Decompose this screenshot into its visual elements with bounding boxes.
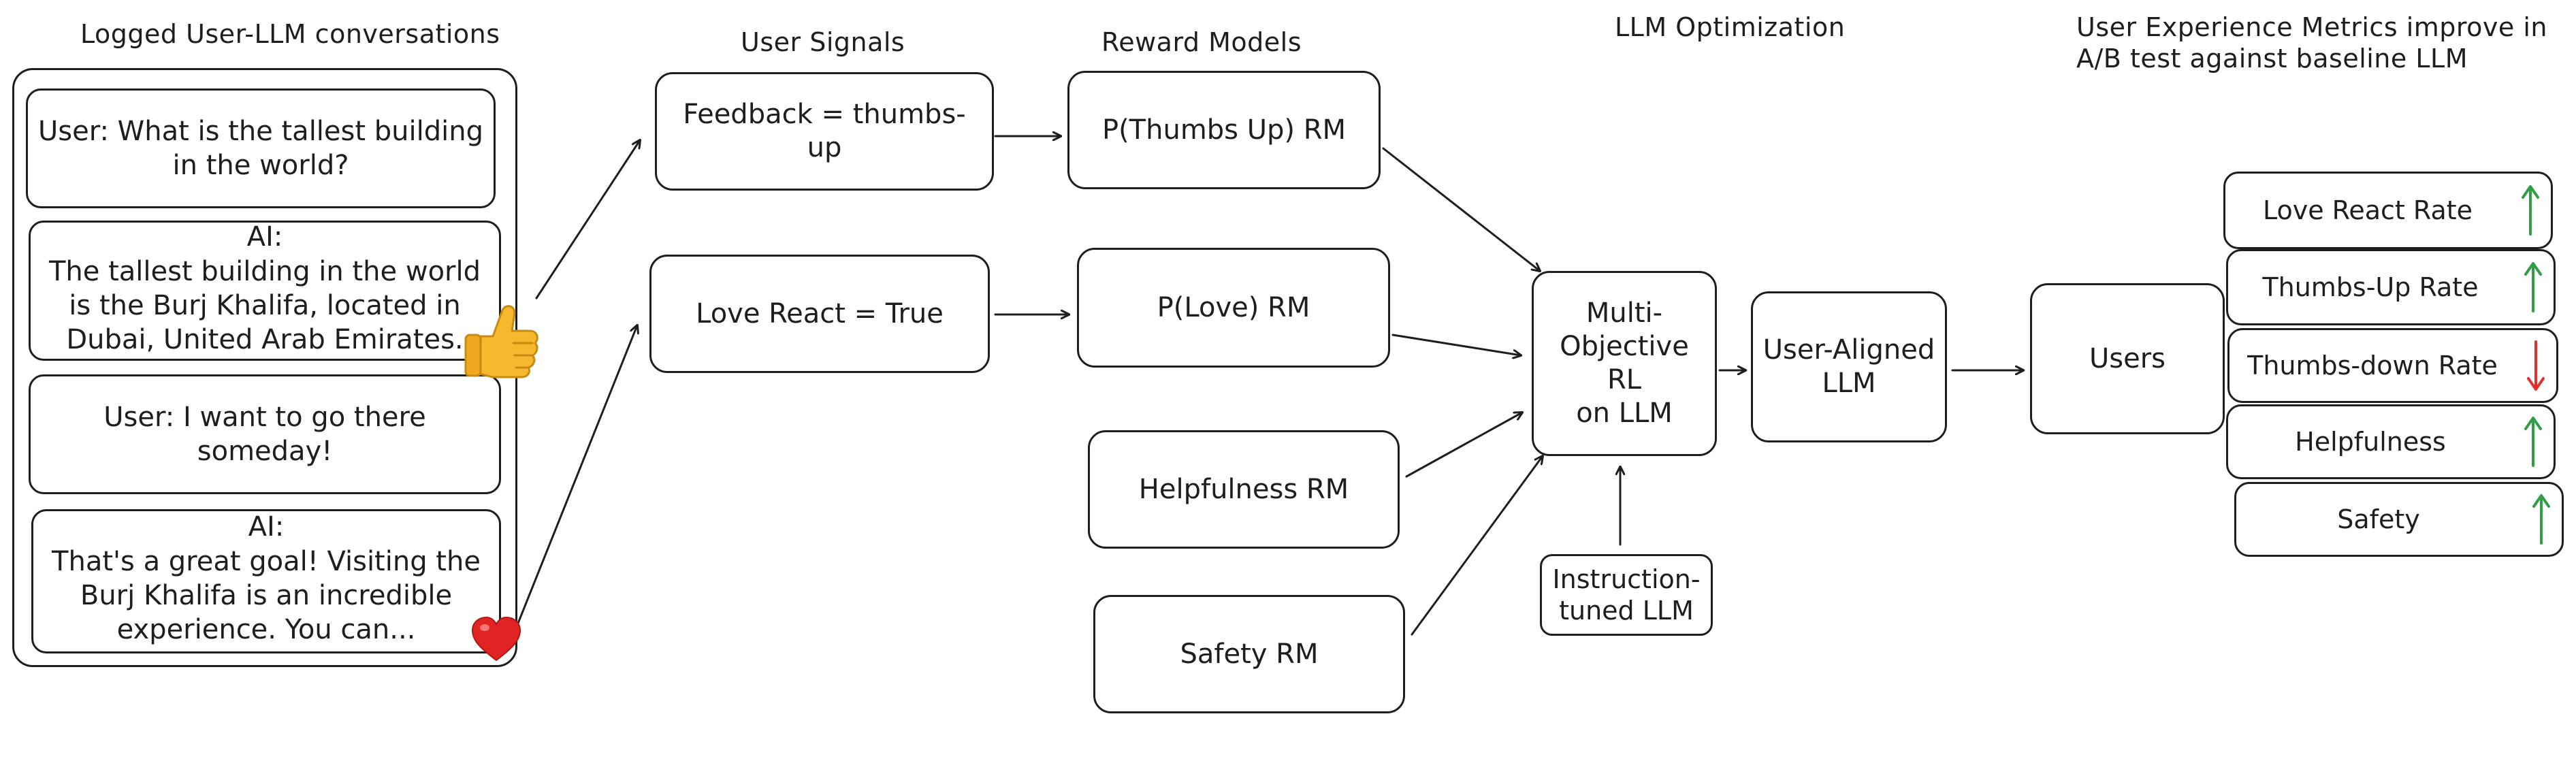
metric-love-react-rate: Love React Rate [2223, 172, 2553, 249]
reward-model-helpfulness: Helpfulness RM [1088, 430, 1400, 549]
arrow-up-icon [2510, 174, 2551, 247]
speaker-label: AI: [246, 221, 283, 253]
arrow-up-icon [2513, 406, 2554, 477]
message-text: User: What is the tallest building in th… [38, 115, 483, 181]
metric-helpfulness: Helpfulness [2226, 404, 2556, 479]
header-user-signals: User Signals [741, 27, 905, 57]
aligned-line-2: LLM [1822, 368, 1876, 399]
reward-model-thumbs: P(Thumbs Up) RM [1067, 71, 1381, 189]
metric-label: Love React Rate [2262, 195, 2473, 225]
thumbs-up-icon [462, 300, 539, 378]
header-logged-conversations: Logged User-LLM conversations [80, 19, 500, 49]
message-text: That's a great goal! Visiting the Burj K… [52, 545, 481, 646]
conversation-message-ai-2: AI: That's a great goal! Visiting the Bu… [31, 509, 501, 653]
reward-model-safety: Safety RM [1093, 595, 1405, 713]
signal-feedback-label: Feedback = thumbs-up [683, 99, 966, 163]
arrow-up-icon [2521, 484, 2562, 555]
heart-icon [470, 615, 523, 663]
multi-objective-rl-box: Multi- Objective RL on LLM [1532, 271, 1717, 456]
reward-model-safety-label: Safety RM [1180, 638, 1319, 670]
arrow-helpfulness-rm-to-rl [1405, 413, 1522, 478]
metric-label: Helpfulness [2295, 427, 2446, 457]
metric-thumbs-up-rate: Thumbs-Up Rate [2226, 249, 2556, 325]
reward-model-thumbs-label: P(Thumbs Up) RM [1101, 114, 1347, 146]
reward-model-love: P(Love) RM [1077, 248, 1390, 368]
arrow-thumbs-to-feedback [535, 140, 640, 300]
metric-label: Thumbs-down Rate [2247, 351, 2498, 381]
rl-line-2: Objective RL [1560, 331, 1689, 395]
instr-line-2: tuned LLM [1559, 596, 1694, 626]
message-text: The tallest building in the world is the… [49, 255, 481, 356]
arrow-love-rm-to-rl [1391, 334, 1521, 355]
metric-thumbs-down-rate: Thumbs-down Rate [2227, 328, 2558, 403]
rl-line-1: Multi- [1585, 297, 1663, 329]
header-ux-metrics-line2: A/B test against baseline LLM [2076, 44, 2468, 74]
arrow-safety-rm-to-rl [1411, 456, 1543, 636]
user-aligned-llm-box: User-Aligned LLM [1751, 291, 1947, 442]
reward-model-love-label: P(Love) RM [1157, 291, 1310, 323]
arrow-heart-to-love [516, 325, 637, 626]
arrow-thumbs-rm-to-rl [1382, 147, 1540, 271]
users-box: Users [2030, 283, 2225, 434]
instr-line-1: Instruction- [1552, 564, 1701, 594]
header-llm-optimization: LLM Optimization [1615, 12, 1846, 42]
header-reward-models: Reward Models [1101, 27, 1302, 57]
signal-love-box: Love React = True [649, 255, 990, 373]
metric-label: Thumbs-Up Rate [2262, 272, 2479, 302]
rl-line-3: on LLM [1576, 397, 1673, 429]
users-label: Users [2089, 342, 2166, 374]
speaker-label: AI: [248, 511, 285, 543]
signal-feedback-box: Feedback = thumbs-up [655, 72, 994, 191]
header-ux-metrics-line1: User Experience Metrics improve in [2076, 12, 2548, 42]
conversation-message-user-1: User: What is the tallest building in th… [26, 88, 496, 208]
metric-safety: Safety [2234, 482, 2564, 557]
aligned-line-1: User-Aligned [1762, 334, 1935, 366]
instruction-tuned-llm-box: Instruction- tuned LLM [1540, 554, 1713, 636]
conversation-message-ai-1: AI: The tallest building in the world is… [29, 221, 501, 361]
conversation-message-user-2: User: I want to go there someday! [29, 374, 501, 494]
message-text: User: I want to go there someday! [103, 401, 426, 467]
arrow-down-icon [2515, 330, 2556, 401]
metric-label: Safety [2337, 504, 2420, 534]
reward-model-helpfulness-label: Helpfulness RM [1138, 473, 1349, 505]
signal-love-label: Love React = True [696, 297, 944, 329]
arrow-up-icon [2513, 251, 2554, 323]
